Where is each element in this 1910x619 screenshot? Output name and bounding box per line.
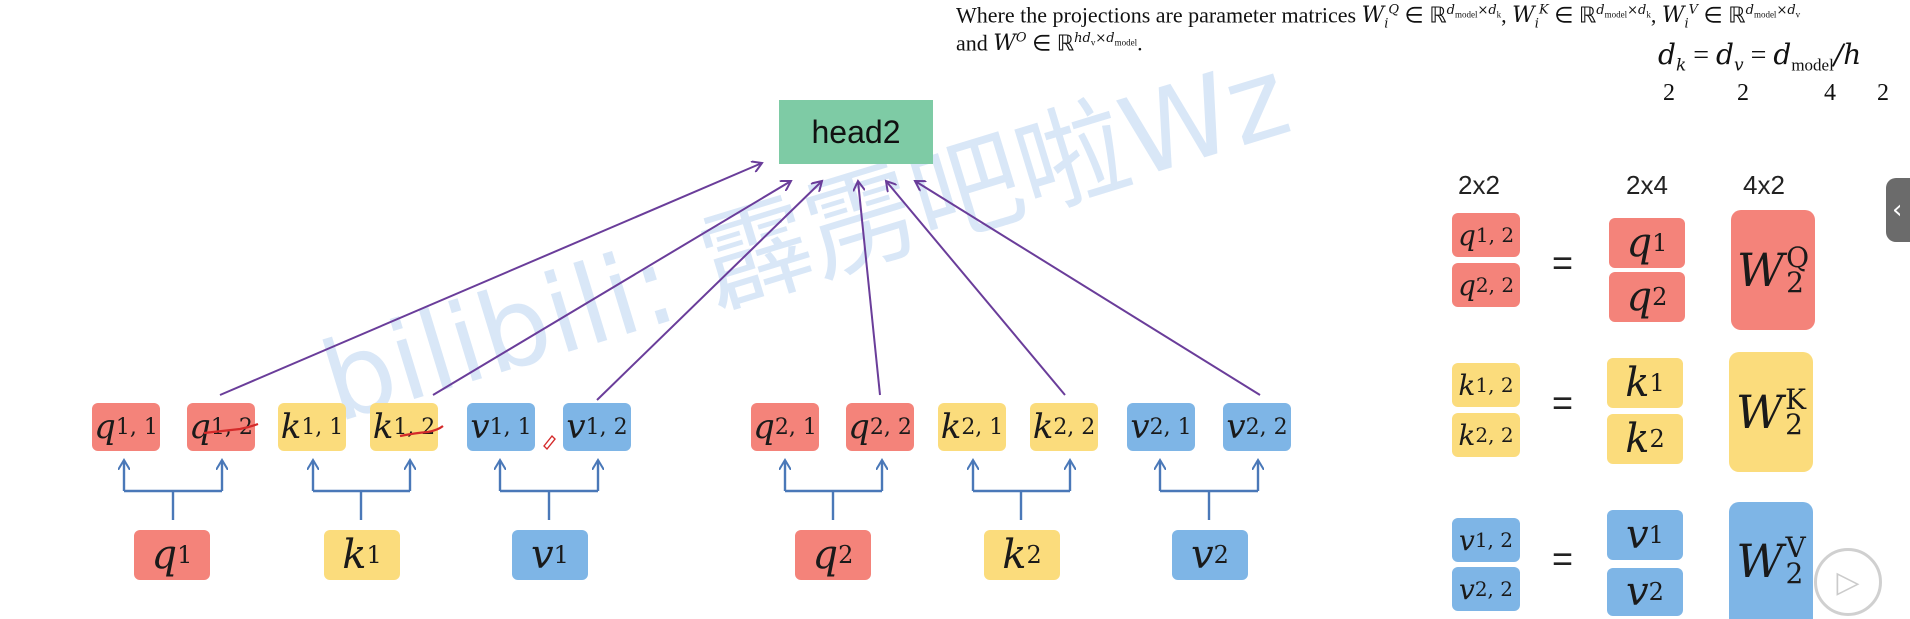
dim-label-left: 2x2 xyxy=(1458,170,1500,200)
paper-text-line-2: and WO ∈ ℝhdv×dmodel. xyxy=(956,30,1143,56)
arrow-q22-to-head2 xyxy=(858,181,881,396)
head2-node: head2 xyxy=(779,100,933,164)
wq-symbol: WiQ xyxy=(1361,3,1400,32)
sep-1: , xyxy=(1501,2,1513,28)
play-icon: ▷ xyxy=(1836,564,1860,600)
equals-v: = xyxy=(1552,538,1574,579)
split-bracket-v1 xyxy=(500,460,598,520)
dim-label-right: 4x2 xyxy=(1743,170,1785,200)
split-bracket-v2 xyxy=(1160,460,1258,520)
sep-2: , xyxy=(1650,2,1662,28)
in-symbol-2: ∈ ℝ xyxy=(1548,2,1597,28)
play-button[interactable]: ▷ xyxy=(1814,548,1882,616)
split-bracket-q1 xyxy=(124,460,222,520)
period: . xyxy=(1137,30,1143,56)
dim-o: hdv×dmodel xyxy=(1074,31,1138,48)
dim-q: dmodel×dk xyxy=(1446,3,1502,20)
arrow-k12-to-head2 xyxy=(432,181,791,396)
equals-q: = xyxy=(1552,242,1574,283)
arrow-v22-to-head2 xyxy=(915,181,1261,396)
split-bracket-k2 xyxy=(973,460,1070,520)
pen-cursor-icon xyxy=(543,434,556,451)
arrow-q12-to-head2 xyxy=(219,163,762,396)
split-bracket-q2 xyxy=(785,460,882,520)
dim-v: dmodel×dv xyxy=(1745,3,1801,20)
arrow-v12-to-head2 xyxy=(596,181,822,401)
value-dv: 2 xyxy=(1737,80,1749,106)
value-h: 2 xyxy=(1877,80,1889,106)
in-symbol-4: ∈ ℝ xyxy=(1026,30,1075,56)
paper-text-line-1: Where the projections are parameter matr… xyxy=(956,2,1801,32)
dim-k: dmodel×dk xyxy=(1596,3,1651,20)
value-dk: 2 xyxy=(1663,80,1675,106)
paper-lead: Where the projections are parameter matr… xyxy=(956,2,1362,28)
paper-and: and xyxy=(956,30,994,56)
strike-q12 xyxy=(203,422,259,435)
dim-label-mid: 2x4 xyxy=(1626,170,1668,200)
wk-symbol: WiK xyxy=(1512,3,1549,32)
in-symbol-1: ∈ ℝ xyxy=(1399,2,1447,28)
strike-k12 xyxy=(399,425,444,438)
equals-k: = xyxy=(1552,382,1574,423)
value-dmodel: 4 xyxy=(1824,80,1836,106)
arrow-k22-to-head2 xyxy=(886,181,1066,396)
chevron-left-icon: ‹ xyxy=(1892,195,1903,225)
wv-symbol: WiV xyxy=(1661,3,1699,32)
collapse-panel-tab[interactable]: ‹ xyxy=(1886,178,1910,242)
in-symbol-3: ∈ ℝ xyxy=(1698,2,1746,28)
wo-symbol: WO xyxy=(993,31,1027,57)
split-bracket-k1 xyxy=(313,460,410,520)
dimension-formula: dk = dv = dmodel/h xyxy=(1658,38,1862,76)
